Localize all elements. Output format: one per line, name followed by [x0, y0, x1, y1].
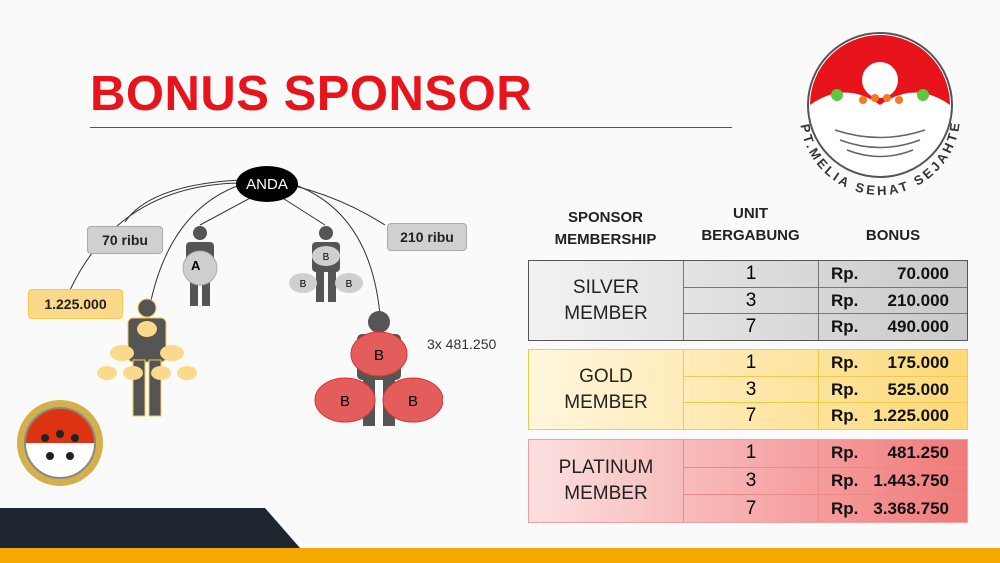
membership-group-platinum: PLATINUM MEMBER 1 Rp. 481.250 3 Rp. 1.443.7…	[528, 439, 968, 523]
unit-cell: 1	[684, 350, 819, 376]
unit-cell: 1	[684, 440, 819, 467]
person-icon-b-silver: B B B	[289, 226, 363, 302]
membership-group-gold: GOLD MEMBER 1 Rp. 175.000 3 Rp. 525.000 7 R…	[528, 349, 968, 430]
header-line: BERGABUNG	[701, 227, 800, 244]
unit-cell: 7	[684, 495, 819, 523]
platinum-note: 3x 481.250	[427, 336, 497, 352]
bonus-cell: Rp. 1.443.750	[819, 468, 967, 495]
bonus-cell: Rp. 175.000	[819, 350, 967, 376]
bonus-cell: Rp. 1.225.000	[819, 403, 967, 429]
label-b: B	[323, 252, 330, 263]
header-sponsor-membership: SPONSOR MEMBERSHIP	[528, 207, 683, 251]
membership-name: PLATINUM MEMBER	[529, 440, 684, 522]
currency-label: Rp.	[831, 290, 859, 310]
bonus-cell: Rp. 490.000	[819, 314, 967, 340]
bonus-cell: Rp. 481.250	[819, 440, 967, 467]
currency-label: Rp.	[831, 443, 859, 463]
table-row: 1 Rp. 70.000	[684, 261, 967, 287]
footer-gold-band	[0, 548, 1000, 563]
bonus-value: 3.368.750	[873, 498, 949, 518]
title-divider	[90, 127, 732, 128]
table-row: 3 Rp. 525.000	[684, 375, 967, 403]
currency-label: Rp.	[831, 352, 859, 372]
header-bonus: BONUS	[865, 227, 921, 244]
table-row: 7 Rp. 3.368.750	[684, 494, 967, 523]
table-row: 7 Rp. 1.225.000	[684, 402, 967, 430]
membership-name-line: SILVER	[572, 276, 640, 298]
membership-name-line: GOLD	[579, 365, 633, 387]
header-line: MEMBERSHIP	[554, 231, 657, 248]
membership-name: GOLD MEMBER	[529, 350, 684, 429]
membership-name-line: MEMBER	[564, 391, 648, 413]
membership-group-silver: SILVER MEMBER 1 Rp. 70.000 3 Rp. 210.000 7 …	[528, 260, 968, 341]
svg-text:B: B	[408, 393, 418, 410]
bonus-cell: Rp. 525.000	[819, 377, 967, 403]
unit-cell: 3	[684, 287, 819, 314]
page-title: BONUS SPONSOR	[90, 67, 533, 121]
bonus-value: 70.000	[897, 263, 949, 283]
membership-name-line: MEMBER	[564, 302, 648, 324]
bonus-value: 175.000	[887, 352, 949, 372]
company-logo: PT.MELIA SEHAT SEJAHTERA	[775, 20, 960, 198]
unit-cell: 7	[684, 403, 819, 430]
unit-cell: 3	[684, 467, 819, 495]
unit-cell: 1	[684, 261, 819, 287]
table-row: 1 Rp. 175.000	[684, 350, 967, 376]
header-line: SPONSOR	[567, 209, 643, 226]
bonus-tag-1225000: 1.225.000	[28, 289, 123, 319]
person-icon-a	[182, 226, 218, 306]
table-row: 3 Rp. 1.443.750	[684, 466, 967, 495]
label-a: A	[191, 258, 201, 273]
membership-name-line: MEMBER	[564, 483, 648, 504]
bonus-value: 525.000	[887, 379, 949, 399]
currency-label: Rp.	[831, 406, 859, 426]
header-line: UNIT	[733, 205, 768, 222]
bonus-cell: Rp. 70.000	[819, 261, 967, 287]
currency-label: Rp.	[831, 498, 859, 518]
table-row: 7 Rp. 490.000	[684, 313, 967, 341]
header-unit-bergabung: UNIT BERGABUNG	[683, 203, 818, 247]
membership-name: SILVER MEMBER	[529, 261, 684, 340]
footer-dark-band	[0, 508, 300, 548]
bonus-value: 481.250	[887, 443, 949, 463]
bonus-tag-70: 70 ribu	[87, 226, 163, 254]
bonus-cell: Rp. 210.000	[819, 288, 967, 314]
table-row: 3 Rp. 210.000	[684, 286, 967, 314]
svg-text:B: B	[340, 393, 350, 410]
currency-label: Rp.	[831, 263, 859, 283]
membership-name-line: PLATINUM	[558, 457, 654, 478]
bonus-value: 210.000	[887, 290, 949, 310]
unit-cell: 7	[684, 314, 819, 341]
bonus-value: 1.225.000	[873, 406, 949, 426]
svg-text:B: B	[300, 279, 307, 290]
currency-label: Rp.	[831, 471, 859, 490]
person-icon-c-gold	[97, 298, 197, 417]
currency-label: Rp.	[831, 317, 859, 337]
svg-text:B: B	[346, 279, 353, 290]
bonus-cell: Rp. 3.368.750	[819, 495, 967, 522]
network-badge-logo	[17, 400, 103, 486]
bonus-value: 490.000	[887, 317, 949, 337]
person-icon-b-platinum: B B B	[314, 311, 443, 426]
bonus-tag-210: 210 ribu	[387, 223, 467, 251]
svg-text:B: B	[374, 347, 384, 364]
root-node-anda: ANDA	[236, 166, 298, 202]
unit-cell: 3	[684, 376, 819, 403]
currency-label: Rp.	[831, 379, 859, 399]
bonus-value: 1.443.750	[873, 471, 949, 490]
table-row: 1 Rp. 481.250	[684, 440, 967, 467]
